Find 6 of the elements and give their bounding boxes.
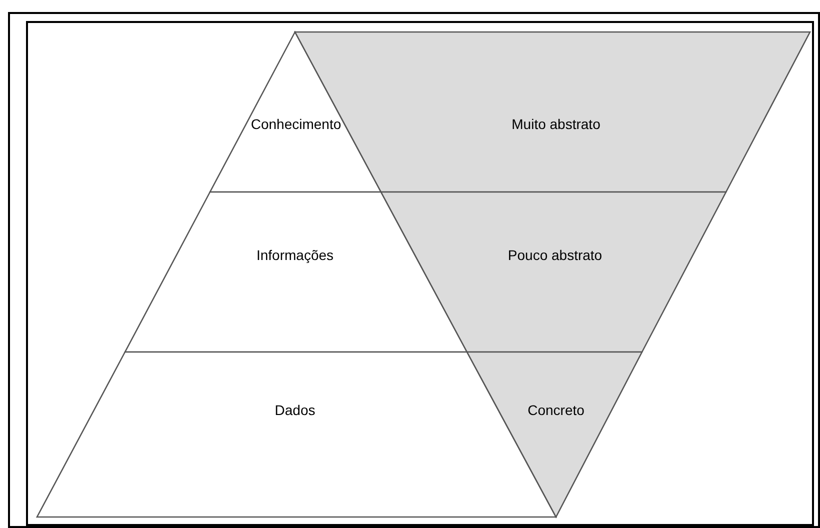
band-label: Pouco abstrato	[508, 248, 602, 262]
band-label: Informações	[256, 248, 334, 262]
band-label: Conhecimento	[250, 117, 342, 131]
band-label: Dados	[274, 403, 316, 417]
band-label: Concreto	[528, 403, 584, 417]
band-label: Muito abstrato	[512, 117, 600, 131]
